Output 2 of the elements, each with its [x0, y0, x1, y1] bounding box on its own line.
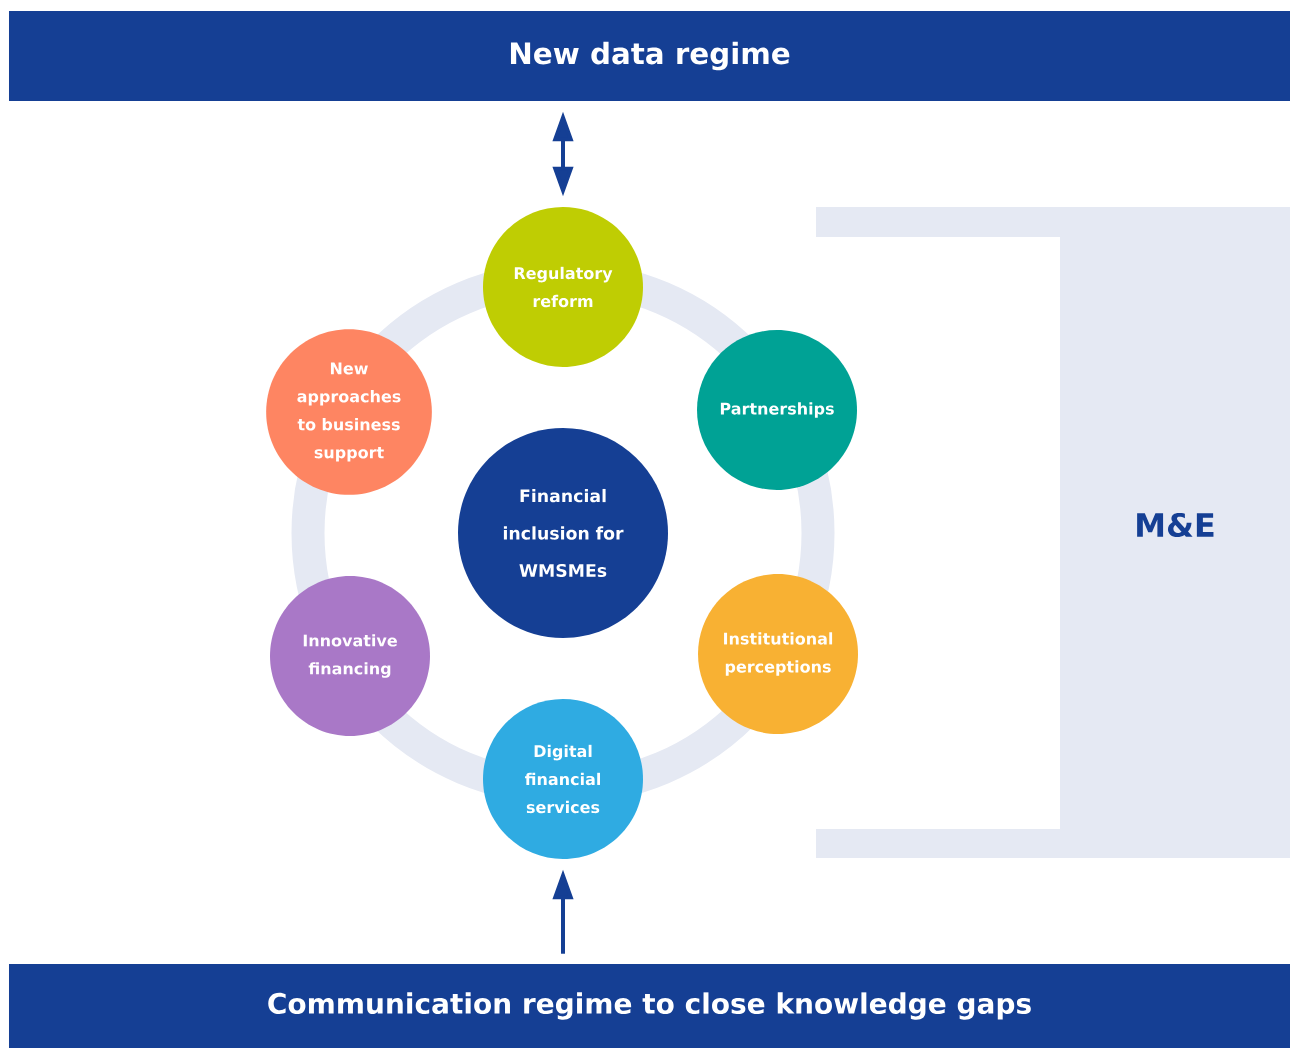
banner: Communication regime to close knowledge gaps	[9, 964, 1290, 1048]
banner: New data regime	[9, 11, 1290, 101]
